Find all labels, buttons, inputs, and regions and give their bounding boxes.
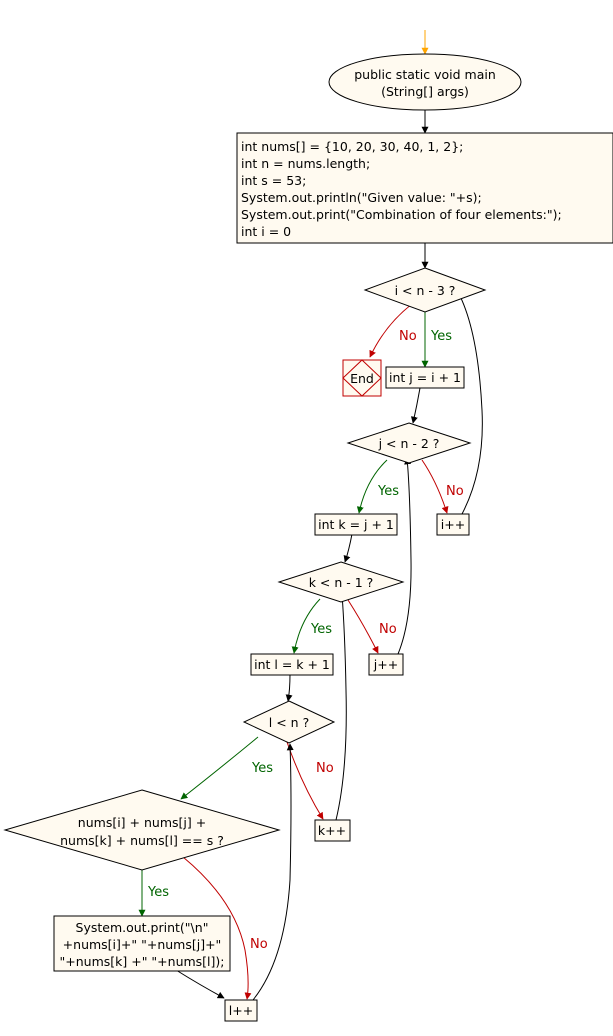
- edge-inc-k-back: [335, 593, 347, 821]
- condition-k: k < n - 1 ?: [277, 561, 405, 603]
- init-line-5: System.out.print("Combination of four el…: [241, 207, 562, 222]
- start-node: public static void main (String[] args): [328, 53, 522, 111]
- edge-cond-j-no: [421, 459, 449, 514]
- condition-sum-line-2: nums[k] + nums[l] == s ?: [60, 833, 224, 848]
- condition-l-text: l < n ?: [269, 715, 309, 730]
- start-node-line-2: (String[] args): [381, 84, 469, 99]
- inc-j-block: j++: [368, 653, 404, 676]
- print-line-1: System.out.print("\n": [76, 920, 209, 935]
- condition-sum: nums[i] + nums[j] + nums[k] + nums[l] ==…: [3, 789, 281, 871]
- label-sum-no: No: [250, 937, 268, 952]
- condition-i: i < n - 3 ?: [363, 267, 487, 313]
- edge-inc-j-back: [397, 457, 412, 655]
- edge-cond-l-no: [286, 741, 324, 820]
- init-line-4: System.out.println("Given value: "+s);: [241, 190, 482, 205]
- condition-l: l < n ?: [242, 700, 336, 744]
- edge-init-k-to-cond-k: [343, 533, 353, 563]
- inc-k-block: k++: [314, 819, 351, 842]
- inc-i-block: i++: [436, 513, 470, 536]
- print-line-3: "+nums[k] +" "+nums[l]);: [60, 954, 225, 969]
- end-node-text: End: [350, 371, 374, 386]
- init-line-6: int i = 0: [241, 224, 291, 239]
- condition-k-text: k < n - 1 ?: [309, 575, 374, 590]
- edge-inc-i-back: [457, 291, 483, 515]
- condition-j: j < n - 2 ?: [346, 422, 472, 464]
- inc-i-text: i++: [441, 517, 465, 532]
- init-l-text: int l = k + 1: [254, 657, 330, 672]
- edge-init-l-to-cond-l: [285, 673, 293, 702]
- label-k-no: No: [379, 622, 397, 637]
- init-k-text: int k = j + 1: [318, 517, 394, 532]
- init-j-block: int j = i + 1: [385, 366, 465, 389]
- edge-cond-k-yes: [291, 598, 321, 654]
- init-j-text: int j = i + 1: [389, 370, 461, 385]
- start-node-line-1: public static void main: [354, 67, 496, 82]
- edge-cond-l-yes: [180, 736, 259, 800]
- label-l-yes: Yes: [251, 761, 273, 776]
- label-sum-yes: Yes: [147, 885, 169, 900]
- label-i-no: No: [399, 329, 417, 344]
- inc-j-text: j++: [373, 657, 398, 672]
- init-line-3: int s = 53;: [241, 173, 306, 188]
- inc-k-text: k++: [318, 823, 346, 838]
- label-j-yes: Yes: [377, 484, 399, 499]
- label-j-no: No: [446, 484, 464, 499]
- edge-labels: No Yes Yes No Yes No Yes No Yes No: [147, 329, 464, 952]
- inc-l-text: l++: [229, 1003, 253, 1018]
- print-block: System.out.print("\n" +nums[i]+" "+nums[…: [53, 915, 231, 972]
- init-line-1: int nums[] = {10, 20, 30, 40, 1, 2};: [241, 139, 463, 154]
- edges: [138, 30, 483, 1001]
- edge-print-to-inc-l: [175, 969, 225, 999]
- edge-inc-l-back: [252, 743, 294, 1001]
- edge-cond-i-no: [369, 303, 413, 358]
- end-node: End: [342, 359, 382, 397]
- label-i-yes: Yes: [430, 329, 452, 344]
- init-line-2: int n = nums.length;: [241, 156, 370, 171]
- init-k-block: int k = j + 1: [314, 513, 398, 536]
- init-block: int nums[] = {10, 20, 30, 40, 1, 2}; int…: [236, 132, 613, 244]
- label-l-no: No: [316, 761, 334, 776]
- print-line-2: +nums[i]+" "+nums[j]+": [63, 937, 222, 952]
- edge-cond-k-no: [347, 599, 379, 654]
- label-k-yes: Yes: [310, 622, 332, 637]
- condition-sum-line-1: nums[i] + nums[j] +: [78, 815, 206, 830]
- init-l-block: int l = k + 1: [250, 653, 334, 676]
- edge-init-j-to-cond-j: [410, 387, 421, 424]
- inc-l-block: l++: [224, 999, 258, 1022]
- condition-j-text: j < n - 2 ?: [378, 436, 440, 451]
- edge-cond-j-yes: [356, 459, 388, 514]
- condition-i-text: i < n - 3 ?: [395, 283, 456, 298]
- edge-cond-sum-no: [182, 856, 252, 1000]
